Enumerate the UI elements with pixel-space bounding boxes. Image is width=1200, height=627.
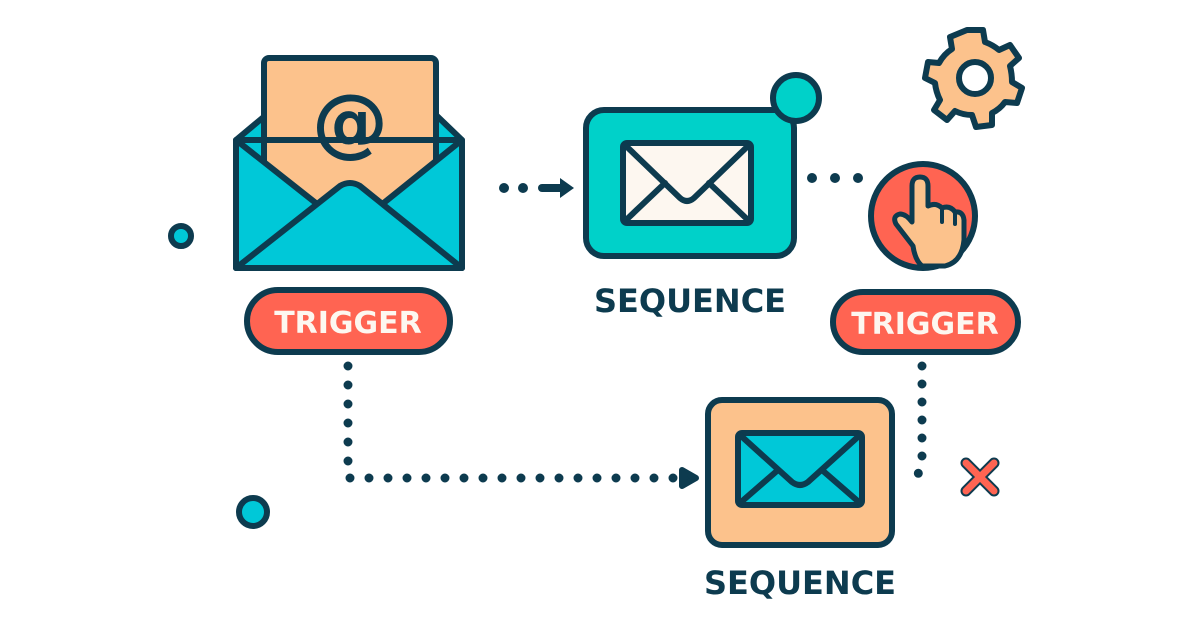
at-symbol: @ <box>312 77 388 166</box>
connector-trigger-to-sequence-bottom <box>343 361 699 489</box>
decor-dot <box>236 495 270 529</box>
notification-dot <box>770 72 822 124</box>
pointing-hand-icon <box>868 161 978 271</box>
connector-sequence-top-to-trigger-click <box>807 173 863 183</box>
sequence-top-box[interactable] <box>583 72 822 259</box>
connector-trigger-click-to-sequence-bottom <box>900 361 927 485</box>
trigger-badge-email[interactable]: TRIGGER <box>244 287 453 355</box>
trigger-badge-click[interactable]: TRIGGER <box>830 289 1021 355</box>
sequence-label: SEQUENCE <box>594 282 786 320</box>
envelope-icon <box>620 140 754 226</box>
open-envelope-at-icon: @ <box>233 55 465 271</box>
gear-icon <box>922 27 1025 130</box>
trigger-label: TRIGGER <box>274 306 422 341</box>
decor-dot <box>168 223 194 249</box>
envelope-icon <box>735 430 865 508</box>
connector-trigger-to-sequence-top <box>499 178 574 198</box>
sequence-label: SEQUENCE <box>704 564 896 602</box>
sequence-bottom-box[interactable] <box>705 397 895 548</box>
trigger-label: TRIGGER <box>851 307 999 342</box>
close-icon[interactable] <box>960 457 1000 497</box>
